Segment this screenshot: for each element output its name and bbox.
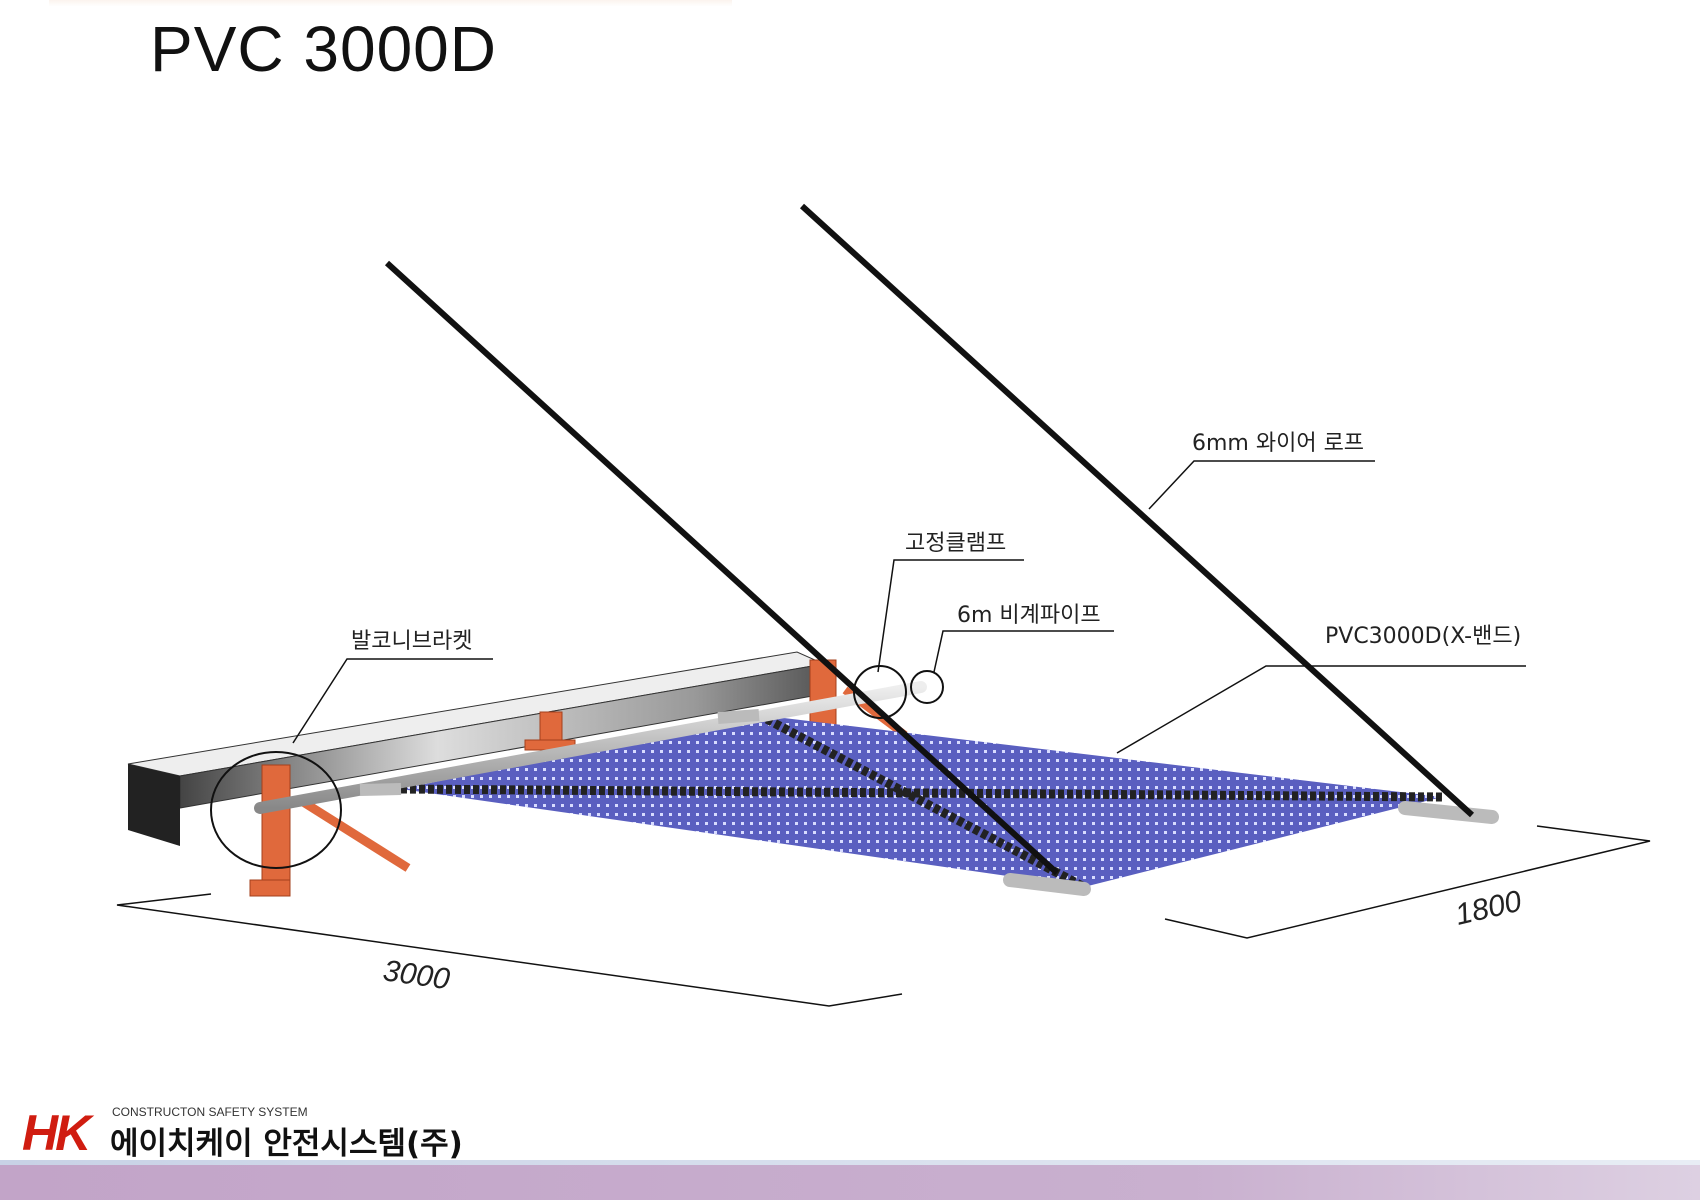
footer: HK CONSTRUCTON SAFETY SYSTEM 에이치케이 안전시스템… — [0, 1100, 1700, 1162]
wire-rope-right — [799, 203, 1475, 818]
balcony-brackets — [249, 659, 908, 897]
pvc-net — [400, 711, 1443, 891]
dimension-length: 3000 — [381, 954, 452, 996]
company-tagline: CONSTRUCTON SAFETY SYSTEM — [112, 1105, 308, 1119]
clamp-callout-circle — [853, 665, 907, 719]
page-title: PVC 3000D — [150, 13, 497, 85]
bracket-callout-circle — [210, 751, 342, 869]
company-name: 에이치케이 안전시스템(주) — [110, 1126, 463, 1162]
label-scaffold-pipe: 6m 비계파이프 — [957, 603, 1101, 628]
scaffold-pipes — [254, 681, 1499, 896]
pipe-callout-circle — [910, 670, 944, 704]
wire-rope-left — [384, 260, 1060, 876]
balcony-slab — [127, 651, 826, 846]
footer-bar-accent — [0, 1160, 1700, 1165]
label-wire-rope: 6mm 와이어 로프 — [1192, 431, 1364, 456]
label-net: PVC3000D(X-밴드) — [1325, 624, 1521, 649]
company-logo: HK — [22, 1105, 91, 1161]
title-box — [49, 0, 732, 81]
footer-bar — [0, 1165, 1700, 1200]
label-fixed-clamp: 고정클램프 — [905, 531, 1006, 556]
dimension-lines — [116, 825, 1651, 1007]
leader-lines — [292, 460, 1526, 754]
dimension-width: 1800 — [1452, 885, 1525, 932]
label-balcony-bracket: 발코니브라켓 — [351, 629, 472, 654]
